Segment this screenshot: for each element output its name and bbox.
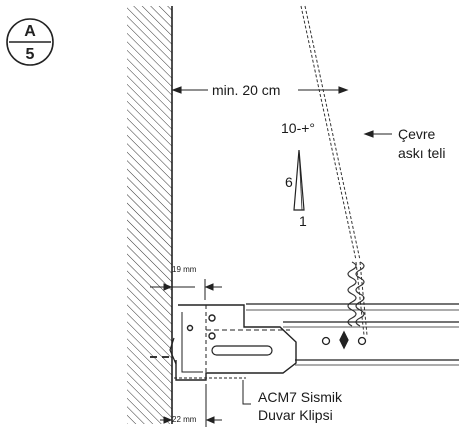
badge-number: 5 [26,46,35,63]
clip-label-line2: Duvar Klipsi [258,407,333,423]
slope-run-label: 1 [299,213,307,229]
wire-label-line2: askı teli [398,145,446,161]
clip-label-line1: ACM7 Sismik [258,389,343,405]
step-badge: A 5 [6,18,54,66]
wall-clip [150,304,297,381]
dimension-22mm-label: 22 mm [172,415,197,424]
angle-label: 10-+° [281,120,316,136]
min-distance-dimension [171,86,349,94]
dimension-19mm [150,279,222,300]
badge-letter: A [24,23,36,40]
main-tee [246,303,459,366]
wall [127,6,173,424]
slope-rise-label: 6 [285,174,293,190]
wire-arrow [363,130,392,138]
dimension-19mm-label: 19 mm [172,265,197,274]
dimension-22mm [160,384,222,427]
wire-label-line1: Çevre [398,126,436,142]
min-distance-label: min. 20 cm [212,82,281,98]
clip-leader [242,380,251,405]
hanger-wire [300,5,368,336]
slope-triangle [293,149,305,211]
